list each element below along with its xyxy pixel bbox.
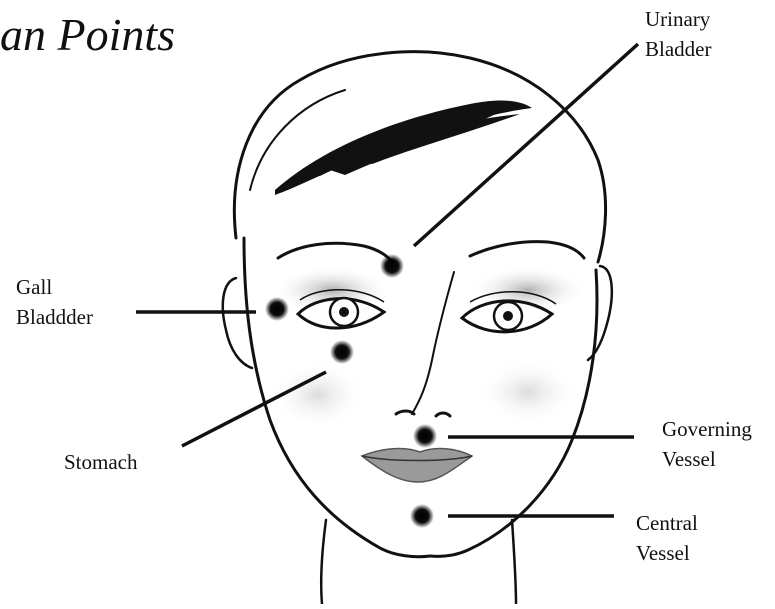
gall-bladder-label-line-1: Gall <box>16 272 93 302</box>
hair-strands <box>275 101 532 195</box>
neck-left <box>321 520 326 604</box>
stomach-point <box>330 340 354 364</box>
governing-vessel-point <box>413 424 437 448</box>
central-vessel-label-line-1: Central <box>636 508 698 538</box>
central-vessel-label-line-2: Vessel <box>636 538 698 568</box>
governing-vessel-label-line-2: Vessel <box>662 444 752 474</box>
left-eyebrow <box>278 243 392 262</box>
nose-tip <box>396 411 450 416</box>
right-eyebrow <box>470 242 584 258</box>
central-vessel-point <box>410 504 434 528</box>
urinary-bladder-label-line-1: Urinary <box>645 4 711 34</box>
central-vessel-label: Central Vessel <box>636 508 698 568</box>
governing-vessel-label-line-1: Governing <box>662 414 752 444</box>
stomach-label: Stomach <box>64 447 138 477</box>
urinary-bladder-label-line-2: Bladder <box>645 34 711 64</box>
gall-bladder-point <box>265 297 289 321</box>
lips <box>362 449 472 482</box>
urinary-bladder-point <box>380 254 404 278</box>
page-title: an Points <box>0 8 175 61</box>
head-outline <box>234 52 605 262</box>
gall-bladder-label-line-2: Bladdder <box>16 302 93 332</box>
neck-right <box>512 520 516 604</box>
governing-vessel-label: Governing Vessel <box>662 414 752 474</box>
right-blush <box>478 358 578 426</box>
right-ear <box>588 266 612 360</box>
gall-bladder-label: Gall Bladdder <box>16 272 93 332</box>
stomach-label-line-1: Stomach <box>64 447 138 477</box>
nose-bridge <box>412 272 454 414</box>
urinary-bladder-label: Urinary Bladder <box>645 4 711 64</box>
